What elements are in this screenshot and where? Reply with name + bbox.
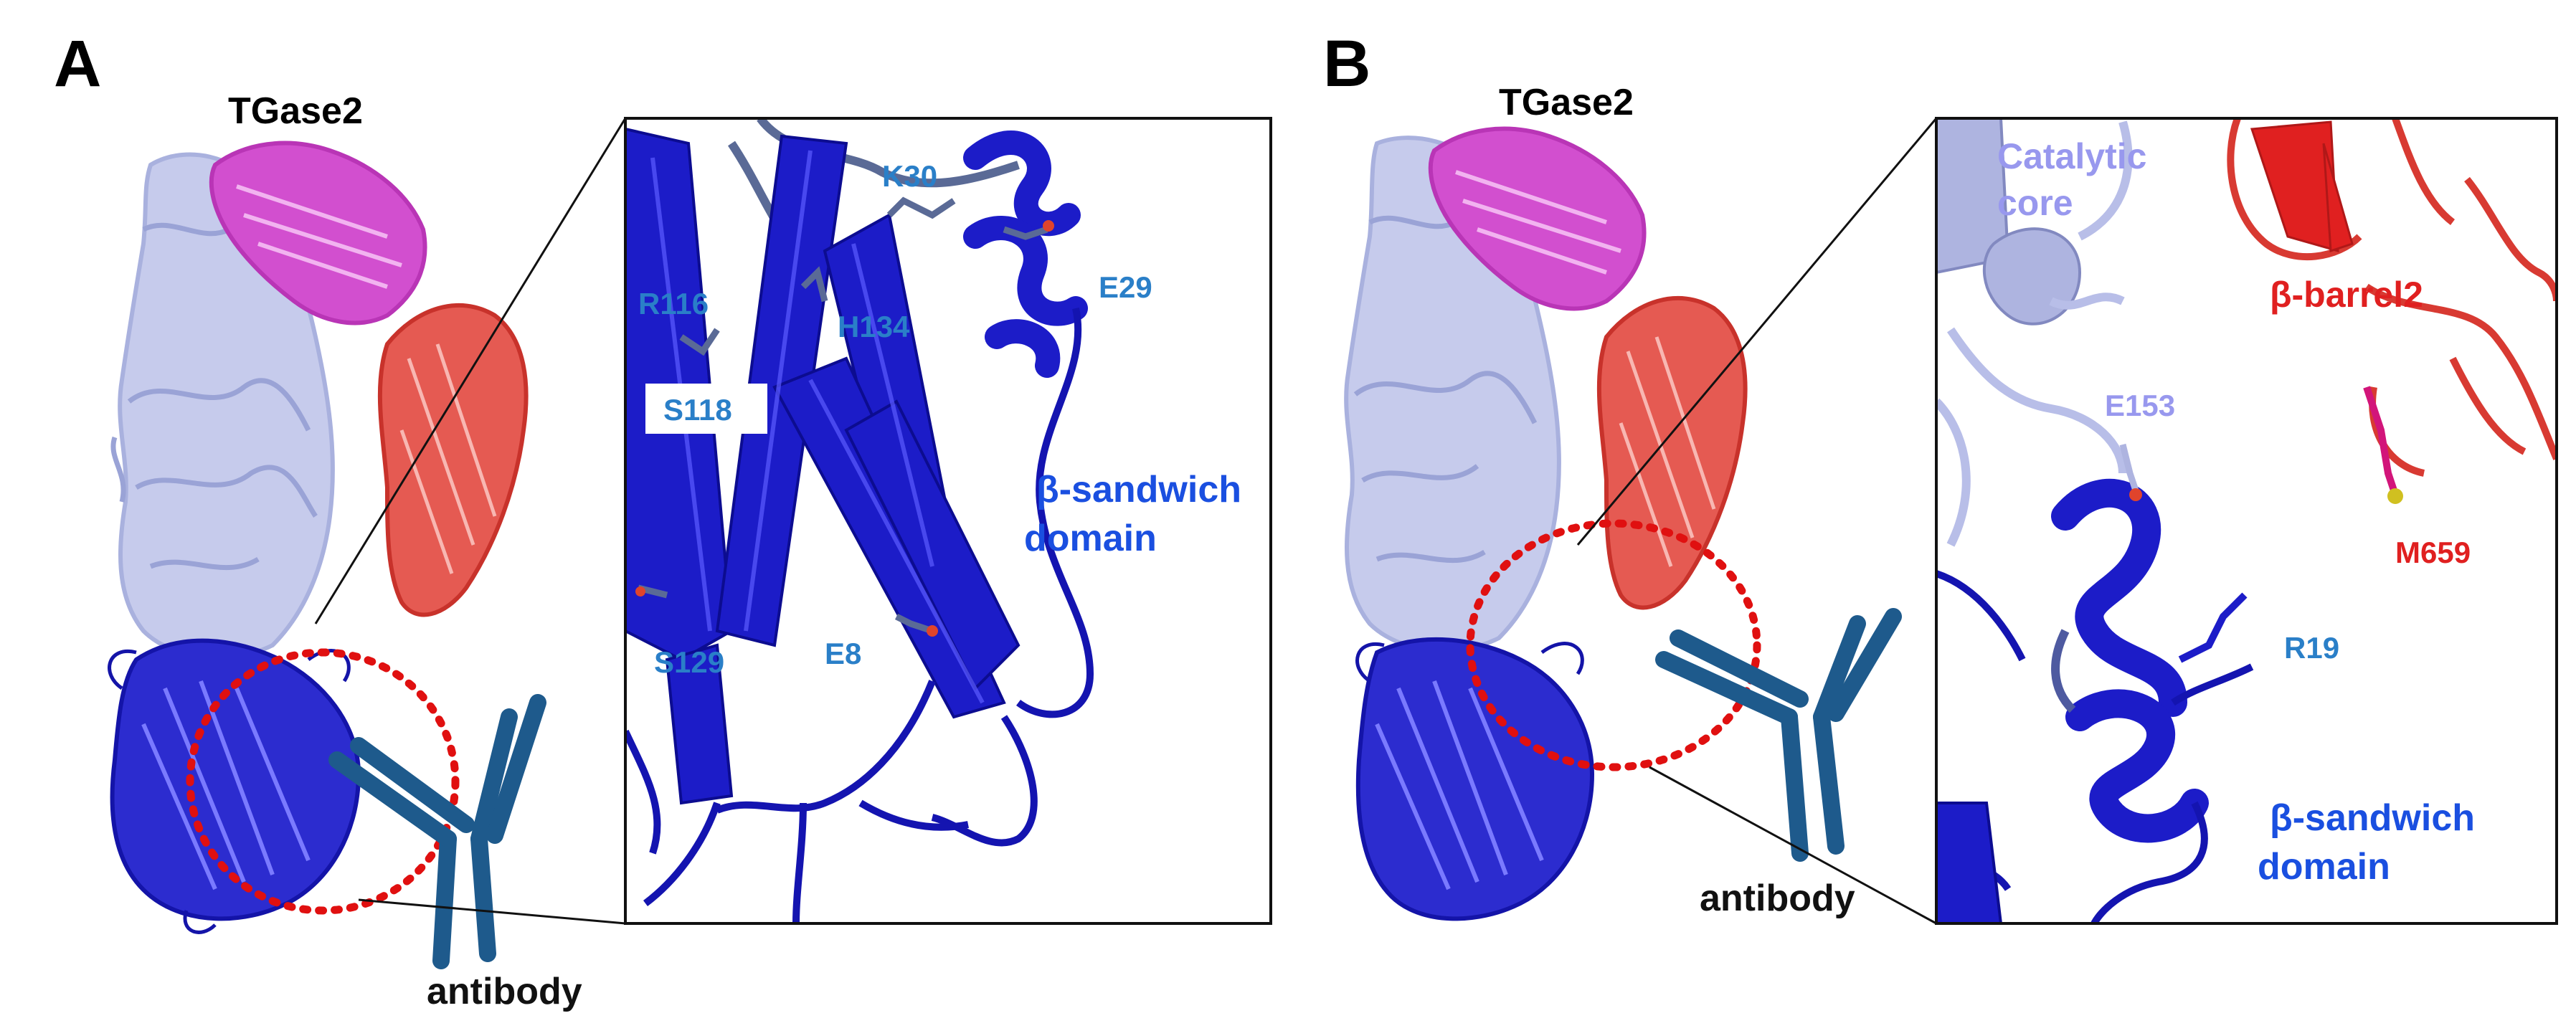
beta-barrel2-region xyxy=(377,303,529,617)
panel-b-overview-structure xyxy=(1344,126,1748,921)
panel-a-inset: K30 E29 R116 H134 S118 S129 E8 β-sandwic… xyxy=(624,117,1272,925)
panel-b-domain-label-line2: domain xyxy=(2258,846,2390,888)
zoom-line-bottom xyxy=(1649,766,1937,925)
residue-label-s129: S129 xyxy=(654,645,724,679)
beta-barrel2-region xyxy=(1596,296,1748,610)
panel-a-protein-title: TGase2 xyxy=(228,90,363,132)
panel-a: A TGase2 xyxy=(54,27,1272,1012)
residue-label-h134: H134 xyxy=(838,310,910,343)
panel-a-inset-frame xyxy=(624,117,1272,925)
beta-barrel1-region xyxy=(1428,126,1647,311)
beta-barrel1-region xyxy=(209,141,427,325)
residue-label-r19: R19 xyxy=(2284,631,2339,665)
zoom-line-top xyxy=(314,118,627,624)
antibody-icon xyxy=(328,694,546,969)
zoom-line-top xyxy=(1576,118,1938,546)
panel-a-overview-structure xyxy=(108,141,529,934)
residue-label-e153: E153 xyxy=(2105,389,2175,422)
residue-label-k30: K30 xyxy=(882,159,937,193)
epitope-circle xyxy=(186,648,460,915)
beta-sandwich-region xyxy=(1355,637,1595,921)
panel-b-letter: B xyxy=(1323,27,1370,100)
panel-b-protein-title: TGase2 xyxy=(1499,82,1634,123)
residue-label-s118: S118 xyxy=(663,393,732,427)
panel-b-catalytic-label-line2: core xyxy=(1997,183,2073,223)
residue-label-r116: R116 xyxy=(638,287,709,320)
s118-label-background xyxy=(645,384,767,434)
panel-b-domain-label-line1: β-sandwich xyxy=(2270,797,2475,839)
residue-label-m659: M659 xyxy=(2395,536,2471,569)
panel-b-catalytic-label-line1: Catalytic xyxy=(1997,136,2146,176)
zoom-line-bottom xyxy=(358,898,626,925)
panel-b: B TGase2 xyxy=(1323,27,2558,925)
panel-b-barrel2-label: β-barrel2 xyxy=(2270,275,2423,315)
panel-a-domain-label-line1: β-sandwich xyxy=(1036,469,1241,510)
residue-label-e8: E8 xyxy=(825,637,861,670)
residue-label-e29: E29 xyxy=(1099,270,1152,304)
panel-b-antibody-label: antibody xyxy=(1700,878,1855,919)
panel-b-inset: Catalytic core β-barrel2 E153 M659 R19 β… xyxy=(1935,117,2558,925)
epitope-circle xyxy=(1466,519,1761,771)
panel-a-letter: A xyxy=(54,27,101,100)
panel-b-inset-frame xyxy=(1935,117,2558,925)
antibody-icon xyxy=(1655,608,1902,862)
panel-a-domain-label-line2: domain xyxy=(1024,518,1157,559)
panel-a-antibody-label: antibody xyxy=(427,971,582,1012)
